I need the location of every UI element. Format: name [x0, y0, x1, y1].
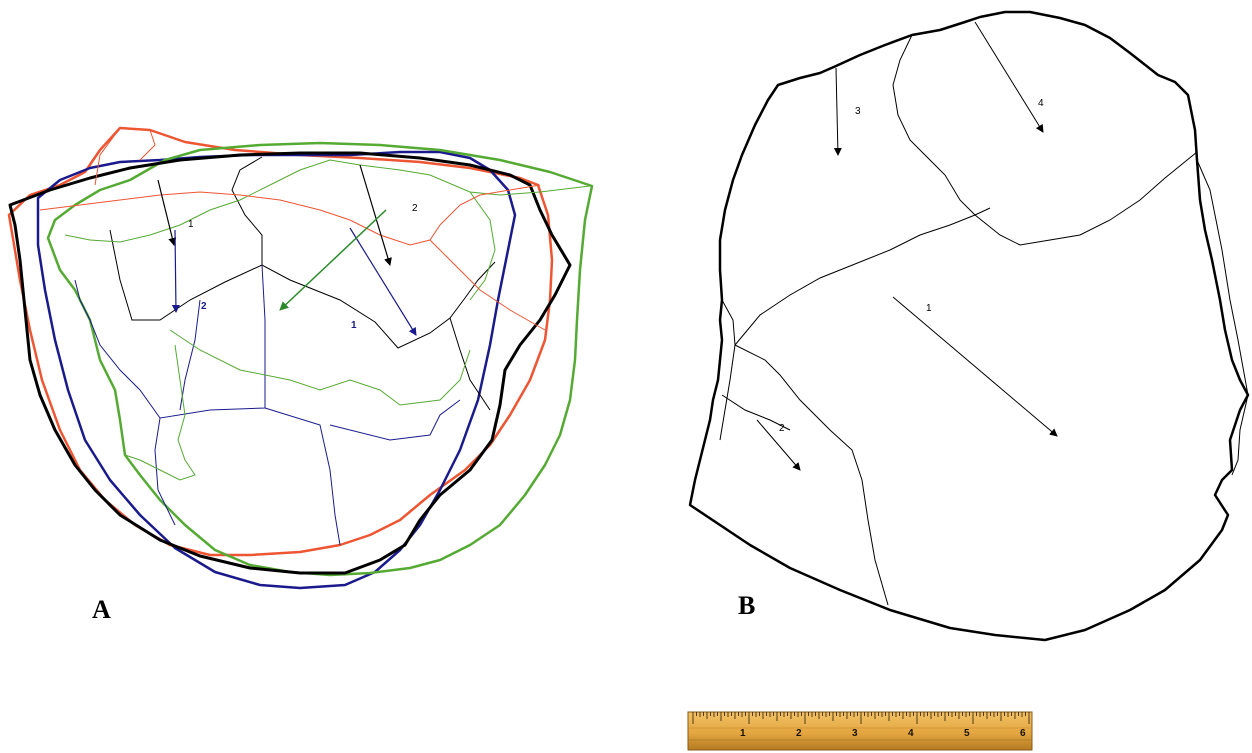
arrow-label-b-2: 2 — [779, 423, 785, 434]
arrow-label-black-1: 1 — [188, 219, 194, 230]
ruler-number: 3 — [852, 728, 858, 739]
ruler-number: 5 — [964, 728, 970, 739]
ruler-number: 2 — [796, 728, 802, 739]
scale-ruler: 1 2 3 4 5 6 — [687, 711, 1033, 751]
arrow-b-3 — [833, 67, 842, 156]
ruler-number: 1 — [740, 728, 746, 739]
panel-a-scars-red — [39, 127, 546, 331]
panel-label-b: B — [738, 591, 755, 620]
arrow-b-2 — [756, 419, 801, 471]
ruler-ticks — [692, 712, 1030, 724]
panel-a-scars-navy — [74, 264, 461, 546]
arrow-label-b-4: 4 — [1038, 98, 1044, 109]
outline-green — [46, 141, 594, 577]
outline-navy — [36, 150, 517, 590]
arrow-label-blue-1: 1 — [351, 320, 357, 331]
ruler-numbers: 1 2 3 4 5 6 — [740, 728, 1026, 739]
arrow-b-1 — [892, 296, 1058, 437]
arrow-label-b-1: 1 — [926, 303, 932, 314]
ruler-number: 4 — [908, 728, 914, 739]
panel-a-scars-black — [109, 156, 496, 411]
panel-label-a: A — [92, 595, 111, 624]
panel-b-scars — [719, 34, 1249, 606]
ruler-number: 6 — [1020, 728, 1026, 739]
panel-a: 1 2 2 1 A — [7, 126, 594, 624]
arrow-green — [279, 209, 387, 311]
arrow-blue-2 — [171, 229, 180, 313]
panel-b: 1 2 3 4 B — [688, 10, 1250, 642]
panel-a-scars-green — [64, 159, 591, 481]
arrow-blue-1 — [349, 227, 417, 336]
arrow-black-2 — [359, 164, 392, 266]
arrow-b-4 — [974, 21, 1044, 133]
arrow-label-b-3: 3 — [855, 106, 861, 117]
arrow-label-blue-2: 2 — [201, 301, 207, 312]
ruler-body — [687, 711, 1033, 751]
arrow-label-black-2: 2 — [412, 203, 418, 214]
arrow-black-1 — [157, 179, 177, 246]
outline-black — [8, 151, 572, 575]
outline-b — [688, 10, 1250, 642]
